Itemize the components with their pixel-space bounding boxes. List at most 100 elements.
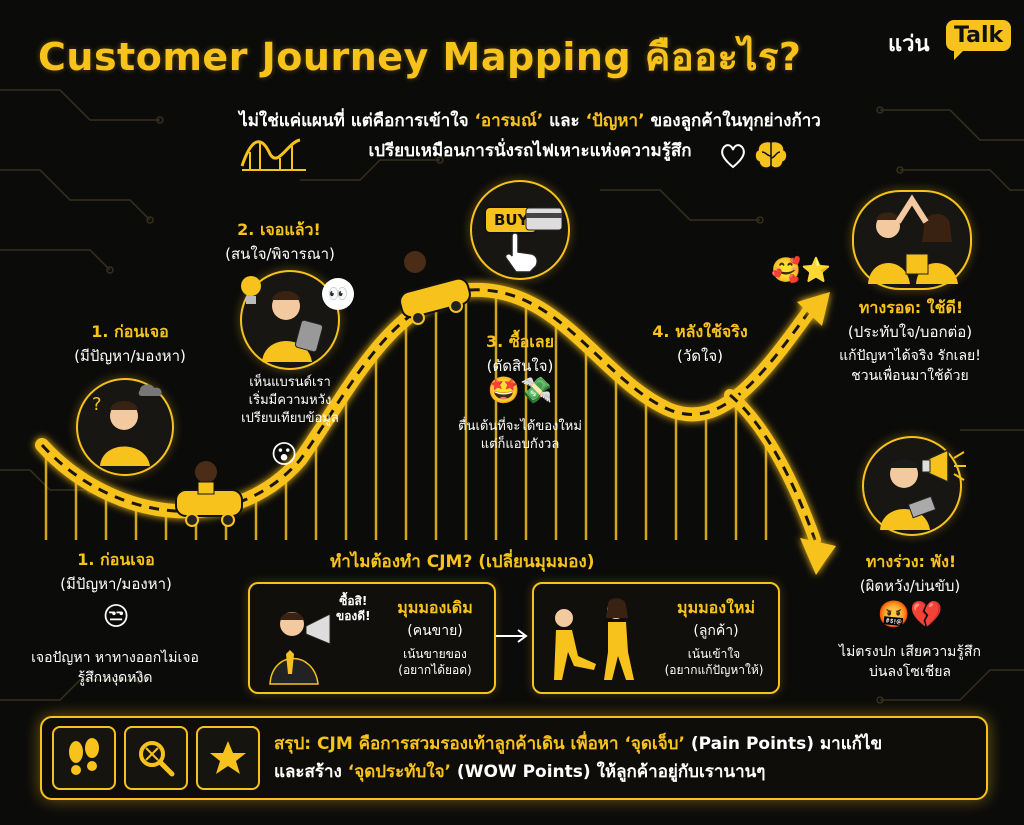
new-view-box: มุมมองใหม่ (ลูกค้า) เน้นเข้าใจ (อยากแก้ป…	[532, 582, 780, 694]
couple-high-five-icon	[868, 194, 958, 284]
new-view-title: มุมมองใหม่	[677, 598, 755, 617]
stage-bad-title: ทางร่วง: พัง!	[865, 552, 957, 571]
stage-before-sub: (มีปัญหา/มองหา)	[74, 347, 186, 365]
subtitle-text: ของลูกค้าในทุกย่างก้าว	[644, 111, 821, 131]
old-view-title: มุมมองเดิม	[397, 598, 473, 617]
stage-good-desc: แก้ปัญหาได้จริง รักเลย! ชวนเพื่อนมาใช้ด้…	[810, 346, 1010, 386]
angry-person-icon	[880, 459, 937, 530]
brand-logo: แว่น Talk	[888, 20, 1016, 66]
desc-line: เริ่มมีความหวัง	[248, 393, 332, 408]
arrow-up-icon	[797, 292, 830, 326]
unamused-emoji: 😒	[102, 602, 130, 632]
stage-before-title: 1. ก่อนเจอ	[91, 322, 169, 341]
coaster-supports	[44, 292, 768, 540]
star-icon	[196, 726, 260, 790]
magnifier-icon	[124, 726, 188, 790]
desc-line: เน้นเข้าใจ	[687, 647, 741, 661]
stage-bad-sub: (ผิดหวัง/บ่นขับ)	[859, 577, 961, 595]
eyes-bubble-icon: 👀	[322, 278, 354, 310]
customer-shoes-icon	[554, 598, 634, 680]
angry-broken-heart-emoji: 🤬💔	[877, 600, 943, 630]
desc-line: ตื่นเต้นที่จะได้ของใหม่	[458, 419, 582, 434]
love-star-emoji: 🥰⭐	[771, 256, 831, 284]
page-title: Customer Journey Mapping คืออะไร?	[38, 35, 802, 79]
stage-good-title: ทางรอด: ใช้ดี!	[858, 298, 964, 317]
subtitle-text: และ	[543, 111, 586, 131]
stage-buy-sub: (ตัดสินใจ)	[486, 357, 554, 375]
arrow-right-icon	[496, 629, 528, 643]
subtitle-text: ไม่ใช่แค่แผนที่ แต่คือการเข้าใจ	[239, 111, 475, 131]
summary-prefix: สรุป: CJM คือการสวมรองเท้าลูกค้าเดิน เพื…	[274, 734, 625, 754]
summary-box: สรุป: CJM คือการสวมรองเท้าลูกค้าเดิน เพื…	[40, 716, 988, 800]
roller-coaster-icon	[240, 138, 306, 171]
desc-line: แก้ปัญหาได้จริง รักเลย!	[839, 348, 981, 364]
stage-found-sub: (สนใจ/พิจารณา)	[225, 245, 335, 263]
desc-line: (อยากแก้ปัญหาให้)	[664, 663, 764, 677]
brain-icon	[754, 140, 788, 169]
desc-line: (อยากได้ยอด)	[398, 663, 472, 677]
desc-line: รู้สึกหงุดหงิด	[77, 670, 153, 686]
summary-pain-en: (Pain Points) มาแก้ไข	[684, 734, 883, 754]
summary-line-2: และสร้าง ‘จุดประทับใจ’ (WOW Points) ให้ล…	[274, 758, 882, 786]
desc-line: บ่นลงโซเชียล	[869, 664, 951, 680]
summary-line-1: สรุป: CJM คือการสวมรองเท้าลูกค้าเดิน เพื…	[274, 730, 882, 758]
person-tablet-icon	[262, 291, 324, 362]
subtitle-problem: ‘ปัญหา’	[585, 111, 645, 131]
desc-line: เห็นแบรนด์เรา	[249, 375, 331, 390]
new-view-desc: เน้นเข้าใจ (อยากแก้ปัญหาให้)	[652, 646, 776, 678]
desc-line: ชวนเพื่อนมาใช้ด้วย	[851, 368, 969, 384]
new-view-sub: (ลูกค้า)	[693, 623, 739, 639]
desc-line: แต่ก็แอบกังวล	[480, 437, 560, 452]
old-view-desc: เน้นขายของ (อยากได้ยอด)	[380, 646, 490, 678]
credit-card-icon	[525, 207, 563, 231]
why-cjm-title: ทำไมต้องทำ CJM? (เปลี่ยนมุมมอง)	[330, 552, 595, 572]
megaphone-icon	[922, 448, 966, 484]
speech-line: ของดี!	[336, 609, 371, 623]
summary-text-part: (WOW Points) ให้ลูกค้าอยู่กับเรานานๆ	[451, 762, 766, 782]
logo-talk-badge: Talk	[946, 20, 1012, 60]
pointing-hand-icon	[504, 232, 538, 273]
old-view-sub: (คนขาย)	[407, 623, 463, 639]
stage-found-desc: เห็นแบรนด์เรา เริ่มมีความหวัง เปรียบเทีย…	[215, 374, 365, 428]
old-view-box: ซื้อสิ! ของดี! มุมมองเดิม (คนขาย) เน้นขา…	[248, 582, 496, 694]
desc-line: เจอปัญหา หาทางออกไม่เจอ	[31, 650, 199, 666]
svg-text:?: ?	[92, 394, 102, 415]
buy-illustration: BUY	[470, 180, 570, 280]
surprised-emoji: 😮	[270, 440, 298, 470]
lightbulb-icon	[241, 276, 261, 304]
desc-line: ไม่ตรงปก เสียความรู้สึก	[839, 644, 981, 660]
stage-bad-desc: ไม่ตรงปก เสียความรู้สึก บ่นลงโซเชียล	[810, 642, 1010, 682]
subtitle-emotion: ‘อารมณ์’	[474, 111, 544, 131]
summary-pain: ‘จุดเจ็บ’	[624, 734, 685, 754]
frustrated-person-illustration: ?	[76, 378, 174, 476]
coaster-cart-icon	[399, 251, 471, 325]
subtitle-line-1: ไม่ใช่แค่แผนที่ แต่คือการเข้าใจ ‘อารมณ์’…	[180, 106, 880, 136]
starstruck-money-emoji: 🤩💸	[487, 376, 553, 406]
stage-after-title: 4. หลังใช้จริง	[652, 322, 748, 341]
speech-line: ซื้อสิ!	[339, 594, 368, 608]
salesman-megaphone-icon	[269, 612, 331, 685]
heart-icon	[721, 144, 745, 169]
summary-wow: ‘จุดประทับใจ’	[347, 762, 452, 782]
arrow-down-icon	[800, 538, 836, 575]
happy-couple-illustration	[852, 190, 972, 290]
stage-before-bottom-sub: (มีปัญหา/มองหา)	[60, 575, 172, 593]
footprints-icon	[52, 726, 116, 790]
salesman-speech: ซื้อสิ! ของดี!	[336, 594, 371, 624]
logo-thai-text: แว่น	[888, 32, 930, 57]
summary-text: สรุป: CJM คือการสวมรองเท้าลูกค้าเดิน เพื…	[274, 730, 882, 786]
subtitle-line-2: เปรียบเหมือนการนั่งรถไฟเหาะแห่งความรู้สึ…	[180, 136, 880, 166]
stage-before-bottom-desc: เจอปัญหา หาทางออกไม่เจอ รู้สึกหงุดหงิด	[20, 648, 210, 688]
desc-line: เน้นขายของ	[403, 647, 467, 661]
coaster-cart-icon	[175, 461, 243, 527]
circuit-lines	[0, 89, 1024, 704]
stage-after-sub: (วัดใจ)	[677, 347, 723, 365]
stage-before-bottom-title: 1. ก่อนเจอ	[77, 550, 155, 569]
subtitle: ไม่ใช่แค่แผนที่ แต่คือการเข้าใจ ‘อารมณ์’…	[180, 106, 880, 166]
stage-found-title: 2. เจอแล้ว!	[237, 220, 321, 239]
stage-good-sub: (ประทับใจ/บอกต่อ)	[847, 323, 973, 341]
summary-text-part: และสร้าง	[274, 762, 348, 782]
stage-buy-title: 3. ซื้อเลย	[486, 332, 554, 351]
stage-buy-desc: ตื่นเต้นที่จะได้ของใหม่ แต่ก็แอบกังวล	[430, 418, 610, 454]
